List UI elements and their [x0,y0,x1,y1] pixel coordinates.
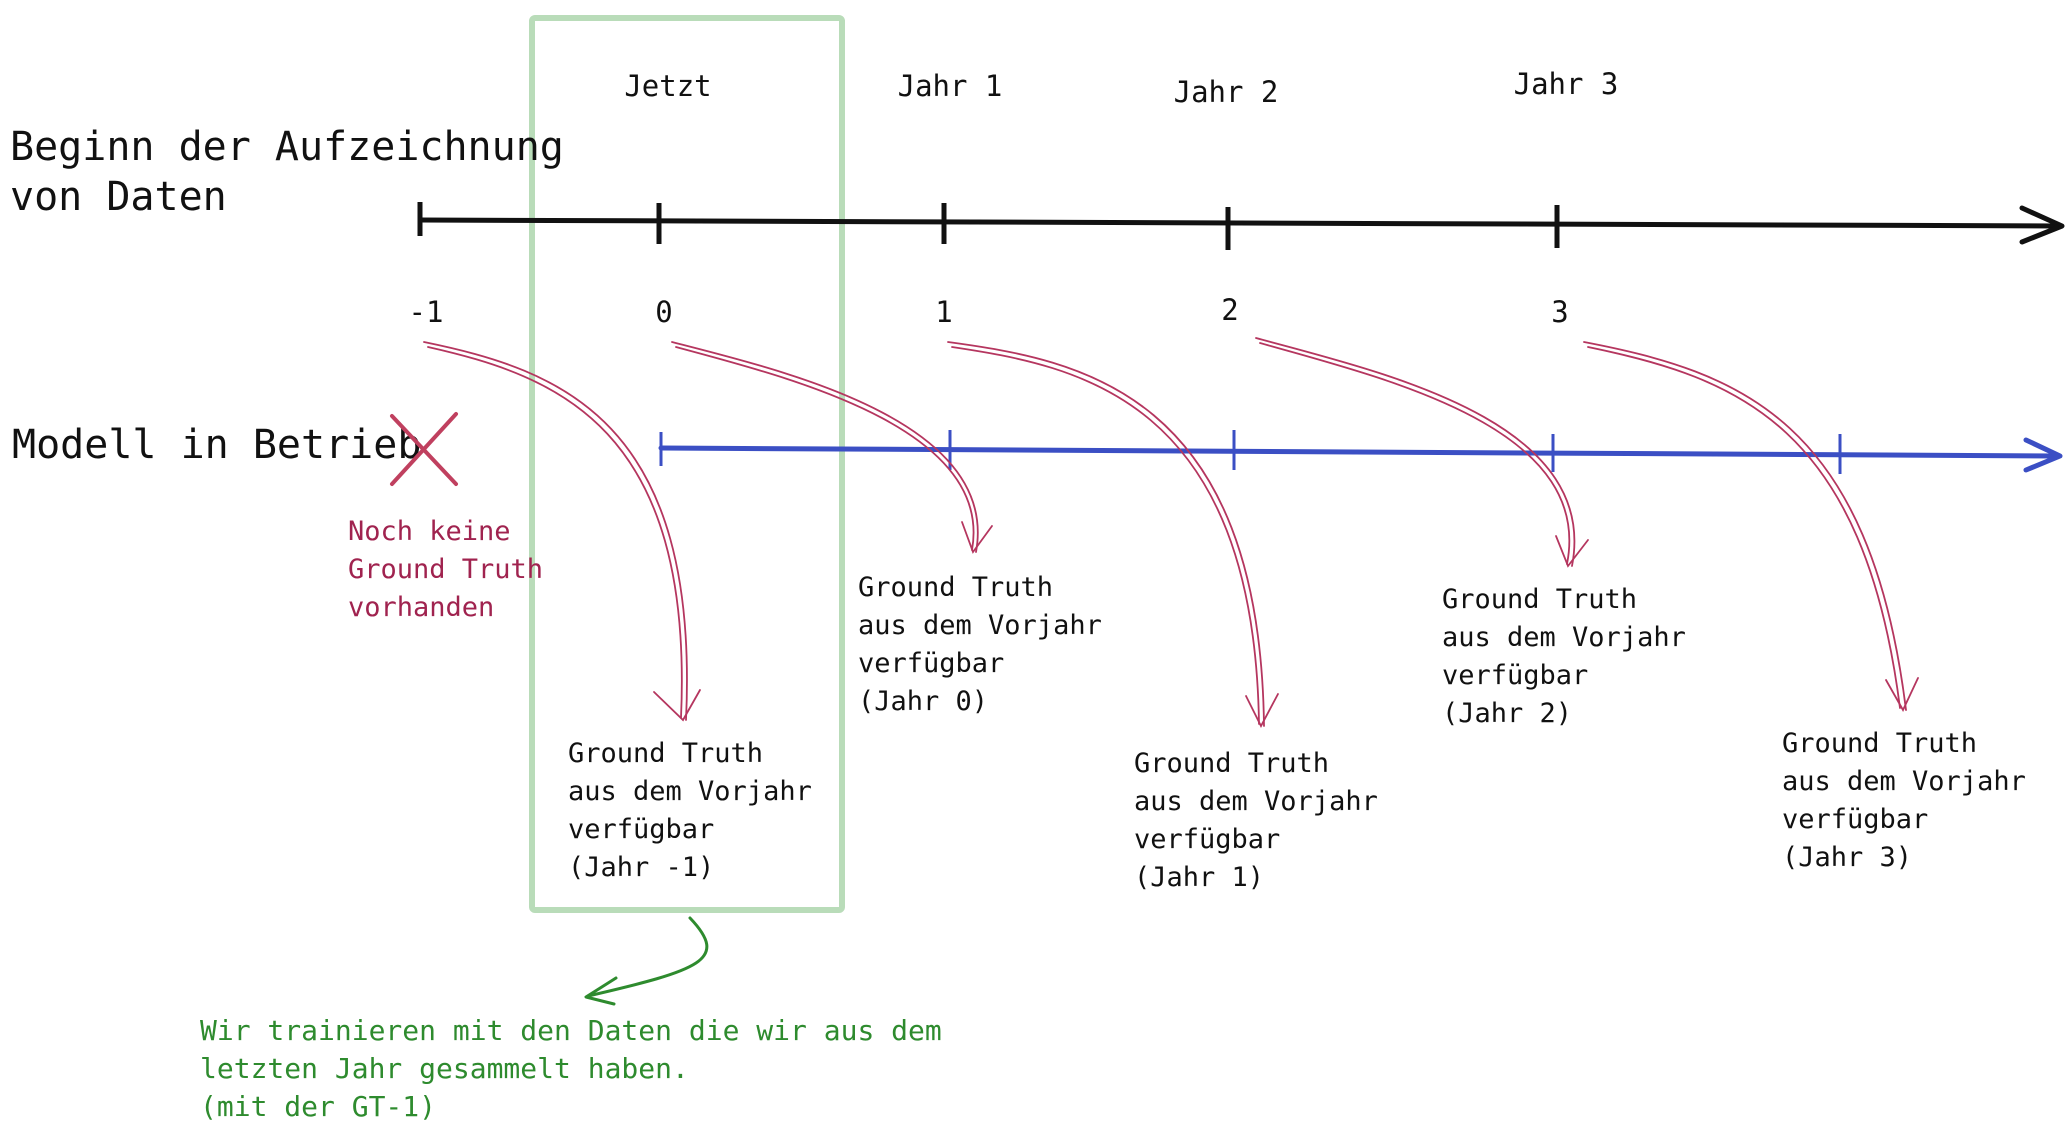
gt-arrow-minus-1 [423,341,701,722]
tick-label-minus-1: -1 [409,295,444,329]
gt-note-year-3: Ground Truth aus dem Vorjahr verfügbar (… [1782,728,2026,873]
gt-note-year-1-line4: (Jahr 1) [1134,862,1264,893]
ground-truth-arrows [423,337,1919,728]
gt-arrow-2 [1255,337,1589,568]
training-note-line3: (mit der GT-1) [200,1090,436,1123]
period-label-year-3: Jahr 3 [1514,67,1619,101]
gt-note-year-0: Ground Truth aus dem Vorjahr verfügbar (… [858,572,1102,717]
data-recording-label: Beginn der Aufzeichnung von Daten [10,124,564,220]
period-labels: Jetzt Jahr 1 Jahr 2 Jahr 3 [624,67,1618,109]
training-note-arrow [584,916,709,1006]
gt-arrow-0 [671,341,993,554]
data-recording-label-line1: Beginn der Aufzeichnung [10,124,564,170]
gt-note-year-2-line1: Ground Truth [1442,584,1637,615]
gt-note-year-0-line2: aus dem Vorjahr [858,610,1102,641]
gt-note-year-1-line2: aus dem Vorjahr [1134,786,1378,817]
no-model-x-icon [390,412,458,486]
no-ground-truth-line3: vorhanden [348,592,494,623]
data-timeline-axis [417,217,2063,229]
training-note: Wir trainieren mit den Daten die wir aus… [200,1014,942,1123]
gt-note-year-0-line3: verfügbar [858,648,1004,679]
current-period-highlight [529,15,845,913]
gt-note-year-minus-1-line4: (Jahr -1) [568,852,714,883]
gt-note-year-0-line4: (Jahr 0) [858,686,988,717]
tick-label-0: 0 [655,295,672,329]
gt-note-year-minus-1-line3: verfügbar [568,814,714,845]
data-timeline-arrowhead [2019,205,2065,245]
gt-note-year-minus-1: Ground Truth aus dem Vorjahr verfügbar (… [568,738,812,883]
no-ground-truth-line1: Noch keine [348,516,511,547]
gt-note-year-3-line4: (Jahr 3) [1782,842,1912,873]
data-timeline [417,202,2065,250]
tick-label-1: 1 [935,295,952,329]
period-label-year-1: Jahr 1 [898,69,1003,103]
model-timeline [658,430,2063,474]
no-ground-truth-note: Noch keine Ground Truth vorhanden [348,516,543,623]
gt-note-year-3-line2: aus dem Vorjahr [1782,766,2026,797]
period-label-now: Jetzt [624,69,711,103]
gt-note-year-1-line3: verfügbar [1134,824,1280,855]
tick-label-2: 2 [1221,293,1238,327]
training-note-line2: letzten Jahr gesammelt haben. [200,1052,689,1085]
period-label-year-2: Jahr 2 [1174,75,1279,109]
gt-note-year-2: Ground Truth aus dem Vorjahr verfügbar (… [1442,584,1686,729]
gt-note-year-0-line1: Ground Truth [858,572,1053,603]
model-timeline-arrowhead [2023,437,2063,473]
gt-note-year-2-line2: aus dem Vorjahr [1442,622,1686,653]
gt-note-year-3-line1: Ground Truth [1782,728,1977,759]
tick-labels: -1 0 1 2 3 [409,293,1569,329]
tick-label-3: 3 [1551,295,1568,329]
training-note-line1: Wir trainieren mit den Daten die wir aus… [200,1014,942,1047]
gt-note-year-1-line1: Ground Truth [1134,748,1329,779]
gt-note-year-2-line3: verfügbar [1442,660,1588,691]
gt-note-year-2-line4: (Jahr 2) [1442,698,1572,729]
model-in-operation-label: Modell in Betrieb [12,422,421,468]
gt-arrow-3 [1583,341,1919,712]
gt-note-year-1: Ground Truth aus dem Vorjahr verfügbar (… [1134,748,1378,893]
gt-arrow-1 [947,341,1279,728]
no-ground-truth-line2: Ground Truth [348,554,543,585]
gt-note-year-minus-1-line2: aus dem Vorjahr [568,776,812,807]
gt-note-year-minus-1-line1: Ground Truth [568,738,763,769]
model-timeline-axis [658,445,2061,459]
gt-note-year-3-line3: verfügbar [1782,804,1928,835]
data-recording-label-line2: von Daten [10,174,227,220]
